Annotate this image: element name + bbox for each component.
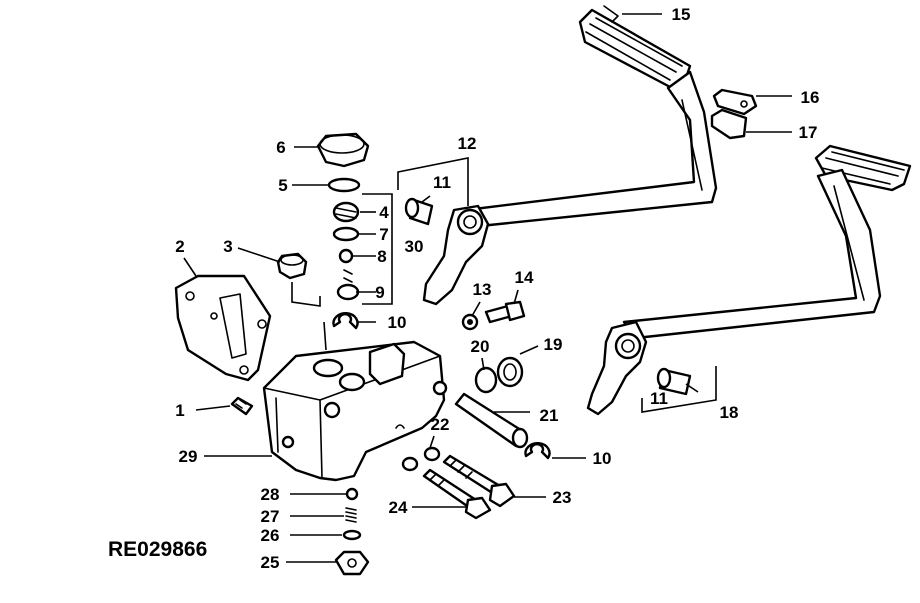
- part-1-setscrew: [230, 396, 254, 416]
- callout-19: 19: [544, 335, 563, 354]
- part-23-bolt: [442, 454, 516, 508]
- callout-11-lower: 11: [650, 389, 668, 408]
- callout-25: 25: [261, 553, 280, 572]
- part-28-ball: [345, 487, 359, 501]
- callout-11-upper: 11: [433, 173, 451, 192]
- callout-9: 9: [375, 283, 384, 302]
- callout-labels: 1 2 3 4 5 6 7 8 9 10 10 11 11 12 13 14 1…: [175, 5, 819, 572]
- callout-16: 16: [801, 88, 820, 107]
- callout-20: 20: [471, 337, 490, 356]
- master-cylinder-body: [262, 340, 448, 482]
- part-20-ring: [474, 366, 498, 394]
- callout-10-lower: 10: [593, 449, 612, 468]
- part-26-washer: [342, 529, 362, 541]
- callout-28: 28: [261, 485, 280, 504]
- upper-brake-pedal: [422, 8, 718, 306]
- callout-10-upper: 10: [388, 313, 407, 332]
- part-15-pin: [603, 5, 619, 23]
- callout-13: 13: [473, 280, 492, 299]
- part-19-bushing: [496, 356, 524, 388]
- callout-14: 14: [515, 268, 534, 287]
- reference-code: RE029866: [108, 538, 207, 561]
- callout-4: 4: [379, 203, 389, 222]
- callout-21: 21: [540, 406, 559, 425]
- part-5-gasket: [327, 177, 361, 193]
- callout-8: 8: [377, 247, 386, 266]
- part-27-spring: [345, 507, 357, 523]
- part-14-bolt: [484, 300, 526, 324]
- callout-18: 18: [720, 403, 739, 422]
- part-16-bracket: [712, 88, 758, 116]
- part-25-hex-nut: [334, 550, 370, 576]
- part-3-plug: [276, 252, 308, 280]
- callout-22: 22: [431, 415, 450, 434]
- part-13-nut: [461, 313, 479, 331]
- part-24-bolt: [422, 468, 492, 520]
- plate: [174, 274, 272, 382]
- part-17-block: [710, 108, 748, 140]
- callout-3: 3: [223, 237, 232, 256]
- callout-15: 15: [672, 5, 691, 24]
- part-11-bushing-lower: [656, 367, 692, 396]
- part-9-spring-seat: [336, 269, 360, 301]
- leader-lines: [183, 13, 792, 563]
- callout-26: 26: [261, 526, 280, 545]
- part-10-clip-lower: [524, 441, 551, 460]
- callout-7: 7: [379, 225, 388, 244]
- part-10-clip-upper: [332, 311, 359, 330]
- callout-27: 27: [261, 507, 280, 526]
- part-22-nuts: [401, 446, 441, 472]
- part-7-washer: [332, 226, 360, 242]
- part-21-shaft: [454, 392, 529, 449]
- callout-30: 30: [405, 237, 424, 256]
- part-11-bushing-upper: [404, 197, 434, 226]
- callout-17: 17: [799, 123, 818, 142]
- part-6-cap: [316, 132, 370, 168]
- callout-23: 23: [553, 488, 572, 507]
- callout-29: 29: [179, 447, 198, 466]
- callout-5: 5: [278, 176, 287, 195]
- callout-24: 24: [389, 498, 408, 517]
- part-4-valve: [332, 201, 360, 223]
- callout-6: 6: [276, 138, 285, 157]
- callout-1: 1: [175, 401, 184, 420]
- lower-brake-pedal: [586, 144, 912, 416]
- part-8-ball: [338, 248, 354, 264]
- callout-12: 12: [458, 134, 477, 153]
- callout-2: 2: [175, 237, 184, 256]
